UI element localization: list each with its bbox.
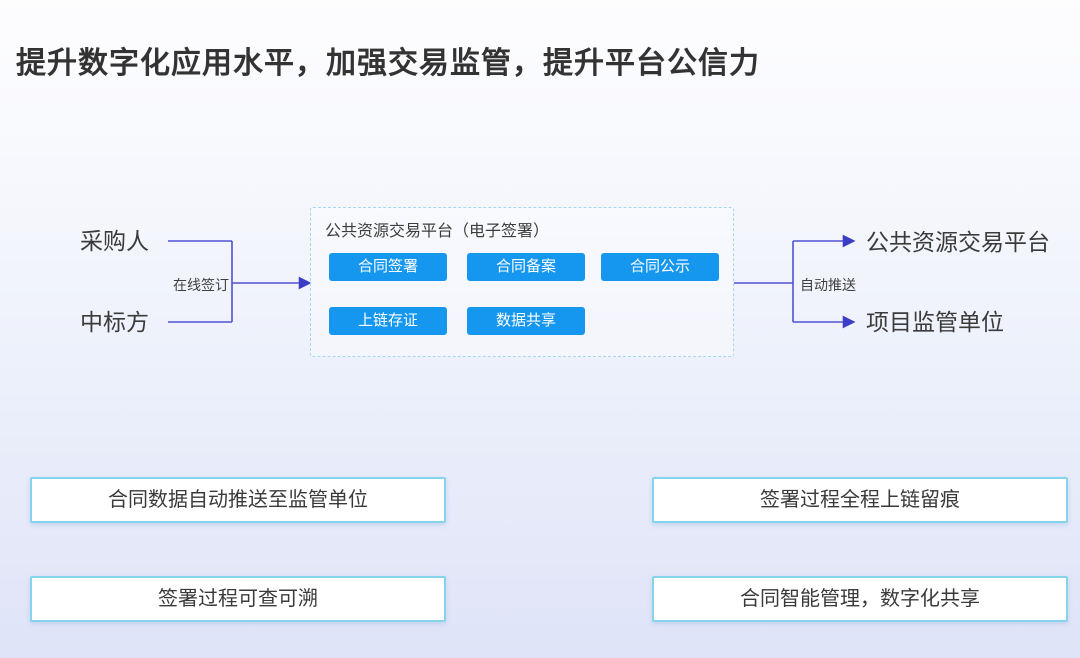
platform-box: 公共资源交易平台（电子签署） 合同签署 合同备案 合同公示 上链存证 数据共享	[310, 207, 734, 357]
node-project-supervision-unit: 项目监管单位	[866, 309, 1004, 335]
feature-box-traceable: 签署过程可查可溯	[30, 576, 446, 622]
feature-box-chain-trace: 签署过程全程上链留痕	[652, 477, 1068, 523]
node-purchaser: 采购人	[80, 228, 149, 254]
feature-box-smart-contract: 合同智能管理，数字化共享	[652, 576, 1068, 622]
button-contract-filing: 合同备案	[467, 253, 585, 281]
node-public-resource-platform: 公共资源交易平台	[866, 229, 1050, 255]
button-chain-deposit: 上链存证	[329, 307, 447, 335]
button-contract-sign: 合同签署	[329, 253, 447, 281]
feature-box-auto-push: 合同数据自动推送至监管单位	[30, 477, 446, 523]
button-contract-publicity: 合同公示	[601, 253, 719, 281]
button-data-sharing: 数据共享	[467, 307, 585, 335]
platform-title: 公共资源交易平台（电子签署）	[325, 223, 550, 240]
page-title: 提升数字化应用水平，加强交易监管，提升平台公信力	[16, 47, 760, 80]
label-auto-push: 自动推送	[800, 277, 856, 293]
label-online-signing: 在线签订	[173, 277, 229, 293]
node-winning-bidder: 中标方	[80, 309, 149, 335]
